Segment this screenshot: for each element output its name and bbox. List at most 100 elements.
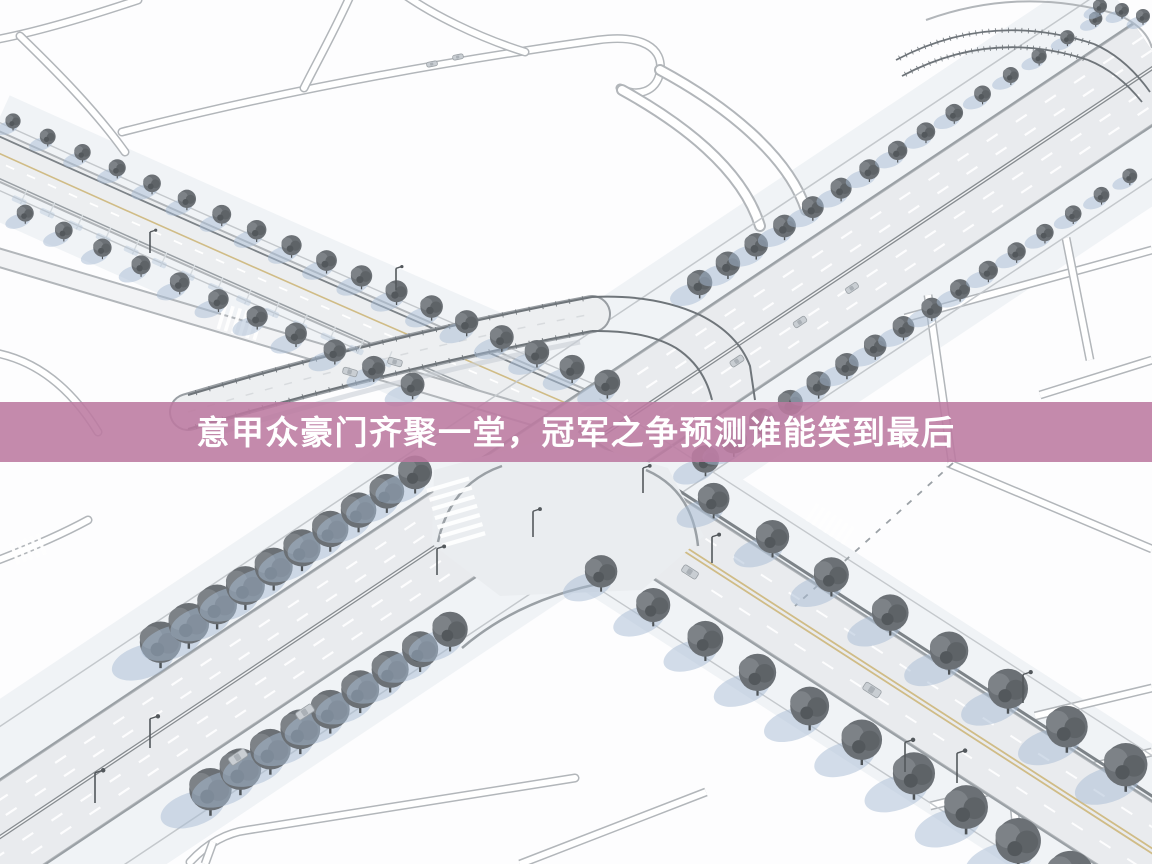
tree-icon [764,686,830,743]
tree-icon [29,128,56,152]
grid-street [0,0,143,44]
street-lamp-icon [904,737,916,772]
tree-icon [936,279,971,308]
tree-icon [302,250,337,280]
street-lamp-icon [642,464,652,493]
corner-curb [436,464,503,543]
tree-icon [1083,186,1110,210]
street-lamp-icon [436,544,447,575]
tree-icon [1024,223,1054,249]
avenue-road [0,121,620,460]
tree-icon [663,620,724,672]
tree-icon [542,354,585,391]
tree-icon [728,233,769,267]
car-icon [295,703,315,721]
car-icon [862,681,882,699]
intersection-pavement [432,436,704,596]
tree-icon [375,455,433,504]
crosswalk-stripes [426,476,486,548]
grid-street [299,0,354,93]
ramp-road [616,64,812,232]
tree-icon [1053,205,1082,229]
tree-icon [199,204,232,232]
tree-icon [405,295,443,328]
tree-icon [508,339,550,375]
tree-icon [408,611,468,662]
grid-street [15,31,130,157]
tree-icon [370,280,408,312]
tree-icon [97,159,126,184]
crosswalk-stripes [805,503,855,545]
street-lamp-icon [956,748,968,783]
tree-icon [118,255,151,283]
tree-icon [1112,168,1138,190]
tree-icon [904,122,936,149]
car-icon [227,748,249,766]
tree-icon [995,242,1026,269]
tree-icon [232,305,268,336]
tree-icon [814,719,883,778]
corner-curb [645,468,700,547]
grid-street [404,0,530,57]
tree-icon [131,174,161,200]
tree-icon [961,668,1028,726]
street-lamp-icon [94,768,106,803]
tree-icon [194,289,229,319]
headline-text: 意甲众豪门齐聚一堂，冠军之争预测谁能笑到最后 [196,413,956,451]
tree-icon [1083,0,1107,19]
tree-icon [1050,30,1075,51]
tree-icon [233,219,267,248]
tree-icon [713,653,777,707]
tree-icon [1047,850,1092,864]
tree-icon [847,594,909,647]
car-icon [342,366,358,378]
tree-icon [0,113,21,136]
car-layer [227,53,882,766]
tree-icon [563,555,618,602]
tree-icon [864,752,936,813]
street-lamp-layer [94,228,1033,803]
tree-icon [790,557,849,607]
tree-icon [439,310,479,344]
tree-icon [965,818,1041,864]
car-icon [452,53,464,61]
tree-icon [965,260,998,288]
tree-icon [165,189,197,216]
tree-icon [473,325,514,360]
street-lamp-icon [1022,669,1033,703]
tree-icon [63,143,91,168]
tree-icon [1126,9,1150,29]
street-lamp-icon [711,532,722,563]
tree-icon [384,372,425,407]
tree-icon [1021,48,1047,71]
tree-icon [875,140,908,169]
tree-icon [904,631,969,687]
tree-icon [733,520,790,568]
car-icon [792,315,808,329]
tree-icon [336,265,373,296]
tree-icon [816,177,852,208]
car-icon [426,60,438,68]
street-lamp-icon [395,264,404,290]
car-icon [681,564,699,580]
crosswalk-stripes [9,533,47,565]
car-icon [729,354,745,368]
tree-icon [962,85,991,110]
tree-icon [1074,743,1148,805]
tree-icon [1018,705,1088,766]
tree-icon [1105,3,1129,23]
tree-icon [308,339,347,372]
tree-icon [914,785,988,848]
headline-banner: 意甲众豪门齐聚一堂，冠军之争预测谁能笑到最后 [0,402,1152,462]
car-icon [387,356,403,368]
street-lamp-icon [149,228,158,253]
tree-icon [267,235,302,264]
tree-icon [845,159,880,189]
tree-icon [156,272,190,301]
tree-icon [933,103,964,130]
tree-icon [577,369,621,407]
